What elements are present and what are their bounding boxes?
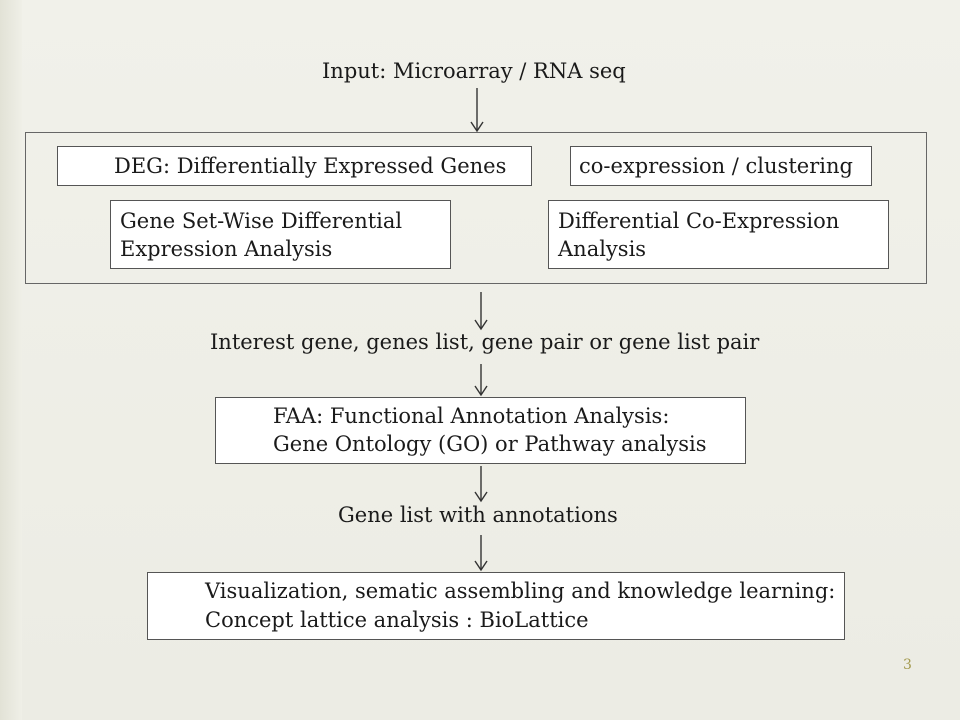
visualization-box: Visualization, sematic assembling and kn… <box>147 572 845 640</box>
coexpression-label: co-expression / clustering <box>579 154 853 178</box>
faa-line-2: Gene Ontology (GO) or Pathway analysis <box>273 432 707 456</box>
slide-number: 3 <box>903 657 912 673</box>
arrow-input-to-analysis <box>470 88 484 133</box>
annotations-label: Gene list with annotations <box>338 503 618 527</box>
differential-coexpression-line-1: Differential Co-Expression <box>558 209 840 233</box>
interest-label: Interest gene, genes list, gene pair or … <box>210 330 760 354</box>
slide-edge-decoration <box>0 0 22 720</box>
gene-set-wise-line-2: Expression Analysis <box>120 237 333 261</box>
deg-label: DEG: Differentially Expressed Genes <box>114 154 507 178</box>
faa-line-1: FAA: Functional Annotation Analysis: <box>273 404 670 428</box>
visualization-line-2: Concept lattice analysis : BioLattice <box>205 608 589 632</box>
arrow-interest-to-faa <box>474 364 488 397</box>
differential-coexpression-box: Differential Co-Expression Analysis <box>548 200 889 269</box>
arrow-annotations-to-visualization <box>474 535 488 572</box>
arrow-faa-to-annotations <box>474 466 488 503</box>
input-label: Input: Microarray / RNA seq <box>322 59 626 83</box>
visualization-line-1: Visualization, sematic assembling and kn… <box>205 579 836 603</box>
arrow-analysis-to-interest <box>474 292 488 331</box>
faa-box: FAA: Functional Annotation Analysis: Gen… <box>215 397 746 464</box>
gene-set-wise-box: Gene Set-Wise Differential Expression An… <box>110 200 451 269</box>
deg-box: DEG: Differentially Expressed Genes <box>57 146 532 186</box>
differential-coexpression-line-2: Analysis <box>558 237 647 261</box>
coexpression-box: co-expression / clustering <box>570 146 872 186</box>
analysis-methods-group <box>25 132 927 284</box>
gene-set-wise-line-1: Gene Set-Wise Differential <box>120 209 403 233</box>
